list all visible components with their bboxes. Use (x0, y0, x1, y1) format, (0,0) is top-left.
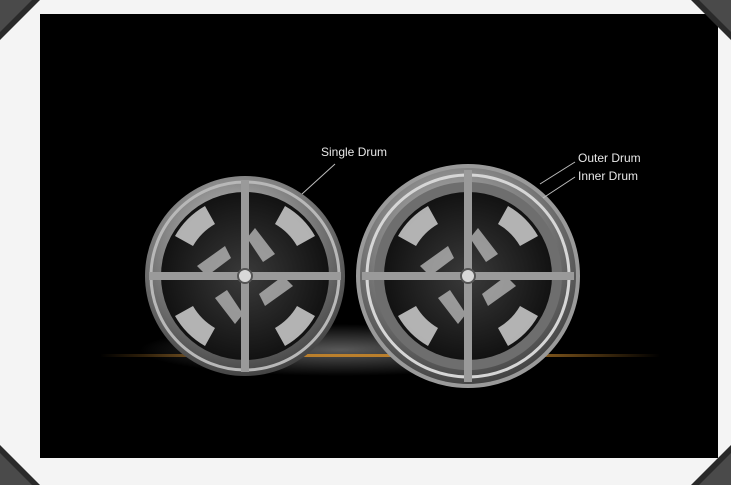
outer-drum-label: Outer Drum (578, 150, 641, 167)
single-drum-leader (302, 164, 335, 194)
photo-corner-icon (0, 0, 40, 40)
single-drum (145, 176, 345, 376)
photo-corner-icon (691, 0, 731, 40)
inner-drum-leader (543, 177, 575, 198)
photo-corner-icon (0, 445, 40, 485)
drum-illustration (40, 14, 718, 458)
photo-corner-icon (691, 445, 731, 485)
inner-drum-label: Inner Drum (578, 168, 638, 185)
single-drum-label: Single Drum (321, 144, 387, 161)
drum-photo: Single Drum Outer Drum Inner Drum (40, 14, 718, 458)
double-drum (356, 164, 580, 388)
